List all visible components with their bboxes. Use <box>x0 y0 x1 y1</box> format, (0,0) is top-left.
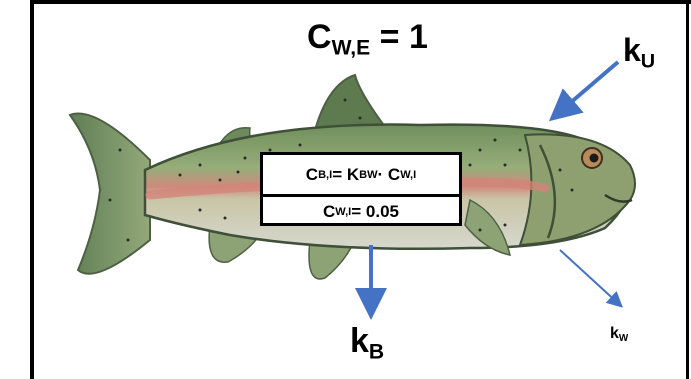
elimination-rate-label: kW <box>610 325 628 344</box>
tail-fin <box>70 113 150 273</box>
pupil <box>590 154 599 163</box>
uptake-arrow <box>555 62 618 116</box>
elimination-arrow <box>560 250 620 305</box>
uptake-rate-label: kU <box>623 32 655 73</box>
biotransformation-rate-label: kB <box>350 322 384 365</box>
water-concentration-equation: CW,E = 1 <box>307 18 428 61</box>
